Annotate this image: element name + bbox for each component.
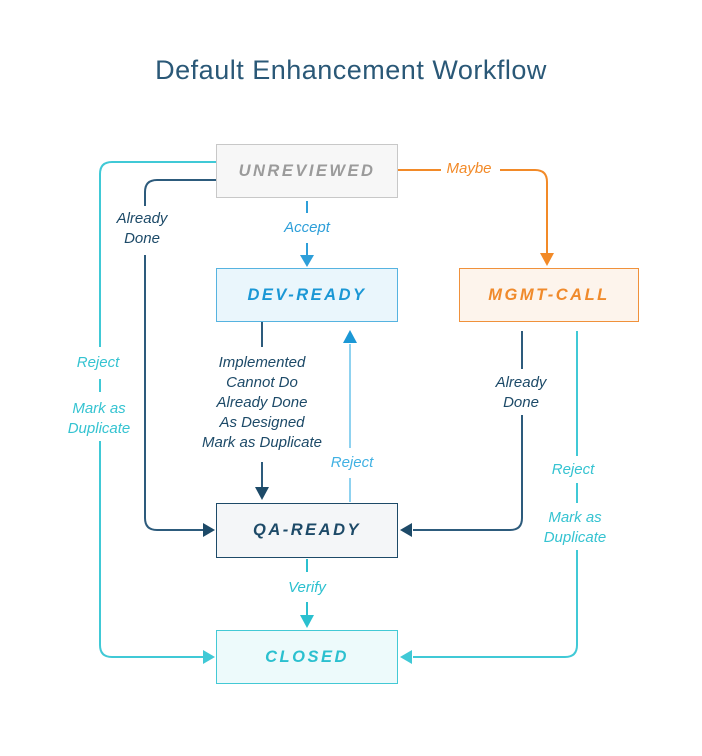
node-unreviewed: UNREVIEWED [216,144,398,198]
node-qa-ready-label: QA-READY [252,521,361,539]
node-mgmt-call-label: MGMT-CALL [488,285,610,304]
node-mgmt-call: MGMT-CALL [459,268,639,322]
edge-unreviewed-closed-label-duplicate: Mark as Duplicate [67,400,131,437]
edge-unreviewed-qa-line [144,179,216,531]
edge-unreviewed-qa-arrowhead-icon [203,523,215,537]
edge-mgmt-qa-arrowhead-icon [400,523,412,537]
node-closed: CLOSED [216,630,398,684]
edge-mgmt-qa-line [413,331,523,531]
edge-dev-qa-label-as-designed: As Designed [219,414,305,431]
edge-mgmt-closed-label-reject: Reject [551,461,595,478]
edge-dev-qa-arrowhead-icon [255,487,269,500]
edge-dev-qa-label-mark-as-duplicate: Mark as Duplicate [201,434,323,451]
edge-verify-label: Verify [288,579,326,596]
edge-unreviewed-closed-label-reject: Reject [76,354,120,371]
edge-mgmt-closed-arrowhead-icon [400,650,412,664]
edge-dev-qa-label-implemented: Implemented [218,354,306,371]
edge-qa-dev-reject-label: Reject [330,454,374,471]
edge-dev-qa-label-cannot-do: Cannot Do [226,374,298,391]
edge-dev-qa-labels: Implemented Cannot Do Already Done As De… [202,353,322,453]
node-dev-ready-label: DEV-READY [247,285,367,304]
edge-accept-label: Accept [284,219,330,236]
edge-mgmt-closed-line [413,331,578,658]
edge-mgmt-qa-label: Already Done [495,374,547,411]
edge-maybe-line [398,169,548,253]
node-dev-ready: DEV-READY [216,268,398,322]
node-qa-ready: QA-READY [216,503,398,558]
node-closed-label: CLOSED [265,647,349,666]
edge-qa-dev-reject-arrowhead-icon [343,330,357,343]
edge-maybe-arrowhead-icon [540,253,554,266]
edge-dev-qa-label-already-done: Already Done [216,394,308,411]
edge-verify-arrowhead-icon [300,615,314,628]
edge-mgmt-closed-label-duplicate: Mark as Duplicate [543,509,607,546]
edge-unreviewed-qa-label: Already Done [116,210,168,247]
node-unreviewed-label: UNREVIEWED [238,161,376,180]
edge-maybe-label: Maybe [446,160,492,177]
edge-accept-arrowhead-icon [300,255,314,267]
edge-unreviewed-closed-arrowhead-icon [203,650,215,664]
page-title: Default Enhancement Workflow [155,55,547,85]
edge-unreviewed-closed-line [99,161,216,658]
